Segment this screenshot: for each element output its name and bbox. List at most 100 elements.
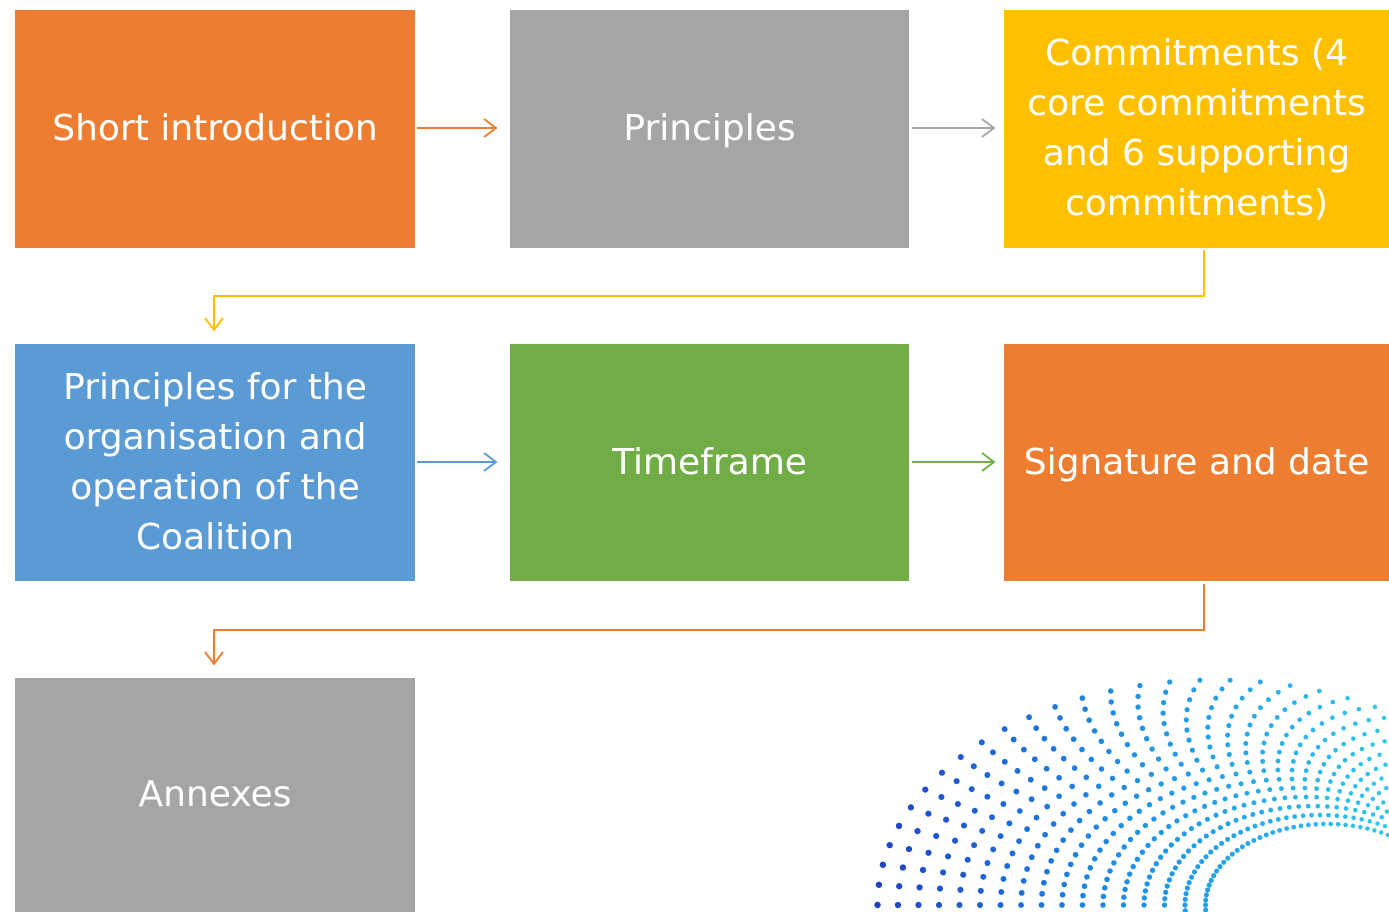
globe-dot (1316, 688, 1322, 694)
globe-dot (916, 884, 923, 891)
globe-dot (1174, 818, 1180, 824)
globe-dot (1227, 677, 1233, 683)
globe-dot (1355, 800, 1361, 805)
globe-dot (1353, 721, 1358, 726)
box-signature-and-date: Signature and date (1004, 344, 1389, 581)
globe-dot (1330, 715, 1335, 721)
globe-dot (1244, 790, 1250, 796)
globe-dot (1353, 807, 1358, 813)
globe-dot (1345, 774, 1350, 779)
arrow-principles-to-commitments (912, 118, 996, 138)
globe-dot (1234, 847, 1240, 853)
globe-dot (1255, 788, 1261, 794)
globe-dot (977, 887, 984, 894)
globe-dot (1341, 741, 1346, 747)
globe-dot (1056, 793, 1062, 800)
arrow-organisation-to-timeframe (417, 452, 498, 472)
globe-dot (1185, 848, 1192, 854)
globe-dot (1044, 803, 1051, 810)
globe-dot (1379, 814, 1384, 820)
globe-dot (1284, 815, 1289, 821)
globe-dot (1365, 771, 1370, 777)
globe-dot (1181, 785, 1187, 791)
globe-dot (875, 881, 883, 888)
globe-dot (1052, 704, 1058, 710)
globe-dot (1287, 683, 1293, 688)
globe-dot (1033, 725, 1040, 731)
globe-dot (1102, 815, 1108, 822)
globe-dot (1093, 824, 1100, 830)
globe-dot (879, 861, 887, 868)
globe-dot (1085, 833, 1092, 839)
globe-dot (1185, 771, 1191, 777)
globe-dot (874, 901, 881, 909)
globe-dot (1342, 757, 1348, 763)
globe-dot (1233, 704, 1239, 710)
globe-dot (1171, 775, 1178, 782)
globe-dot (979, 827, 986, 834)
globe-dot (1197, 838, 1203, 844)
globe-dot (1141, 902, 1147, 908)
globe-dot (1180, 799, 1186, 805)
globe-dot (1083, 792, 1089, 798)
globe-dot (1231, 805, 1237, 811)
globe-dot (1331, 731, 1336, 737)
globe-dot (1142, 888, 1149, 894)
globe-dot (977, 902, 983, 908)
globe-dot (1221, 859, 1227, 865)
globe-dot (1118, 731, 1125, 737)
globe-dot (1121, 784, 1127, 791)
globe-dot (1196, 821, 1202, 827)
globe-dot (1324, 804, 1330, 809)
globe-dot (1251, 713, 1257, 719)
globe-dot (1317, 812, 1323, 818)
globe-dot (1084, 874, 1090, 880)
globe-dot (1203, 833, 1209, 839)
globe-dot (978, 739, 985, 746)
globe-dot (1381, 800, 1386, 805)
globe-dot (1202, 790, 1208, 796)
globe-dot (1145, 842, 1151, 849)
globe-dot (1375, 728, 1380, 734)
globe-dot (1028, 796, 1035, 803)
globe-dot (1197, 677, 1203, 683)
globe-dot (1225, 821, 1231, 827)
globe-dot (1070, 736, 1077, 743)
globe-dot (1079, 746, 1085, 753)
globe-dot (1024, 826, 1030, 832)
globe-dot (1345, 798, 1351, 803)
globe-dot (1158, 781, 1164, 787)
globe-dot (1210, 829, 1216, 835)
globe-dot (1098, 738, 1105, 745)
globe-dot (1351, 815, 1356, 821)
globe-dot (1291, 759, 1296, 764)
globe-dot (1375, 821, 1380, 826)
globe-dots (874, 677, 1389, 912)
globe-dot (1041, 785, 1048, 791)
globe-dot (1367, 819, 1372, 824)
globe-dot (1153, 861, 1159, 867)
globe-dot (1222, 808, 1228, 815)
globe-dot (1087, 865, 1094, 871)
globe-dot (1134, 829, 1141, 835)
globe-dot (1155, 756, 1162, 762)
globe-dot (1181, 853, 1187, 860)
globe-dot (1241, 802, 1247, 808)
globe-dot (1213, 812, 1219, 818)
globe-dot (1160, 710, 1166, 716)
arrow-commitments-to-organisation (204, 250, 1205, 332)
globe-dot (1202, 803, 1208, 809)
globe-dot (1370, 742, 1375, 747)
globe-dot (984, 772, 991, 778)
globe-dot (905, 845, 913, 853)
globe-dot (1118, 822, 1124, 829)
globe-dot (1203, 897, 1209, 903)
globe-dot (1031, 756, 1038, 763)
globe-dot (1384, 809, 1389, 814)
globe-dot (1192, 808, 1198, 814)
globe-dot (1208, 705, 1215, 711)
globe-dot (1217, 864, 1223, 870)
globe-dot (1214, 764, 1220, 770)
globe-dot (1297, 717, 1303, 723)
globe-dot (1016, 838, 1023, 845)
